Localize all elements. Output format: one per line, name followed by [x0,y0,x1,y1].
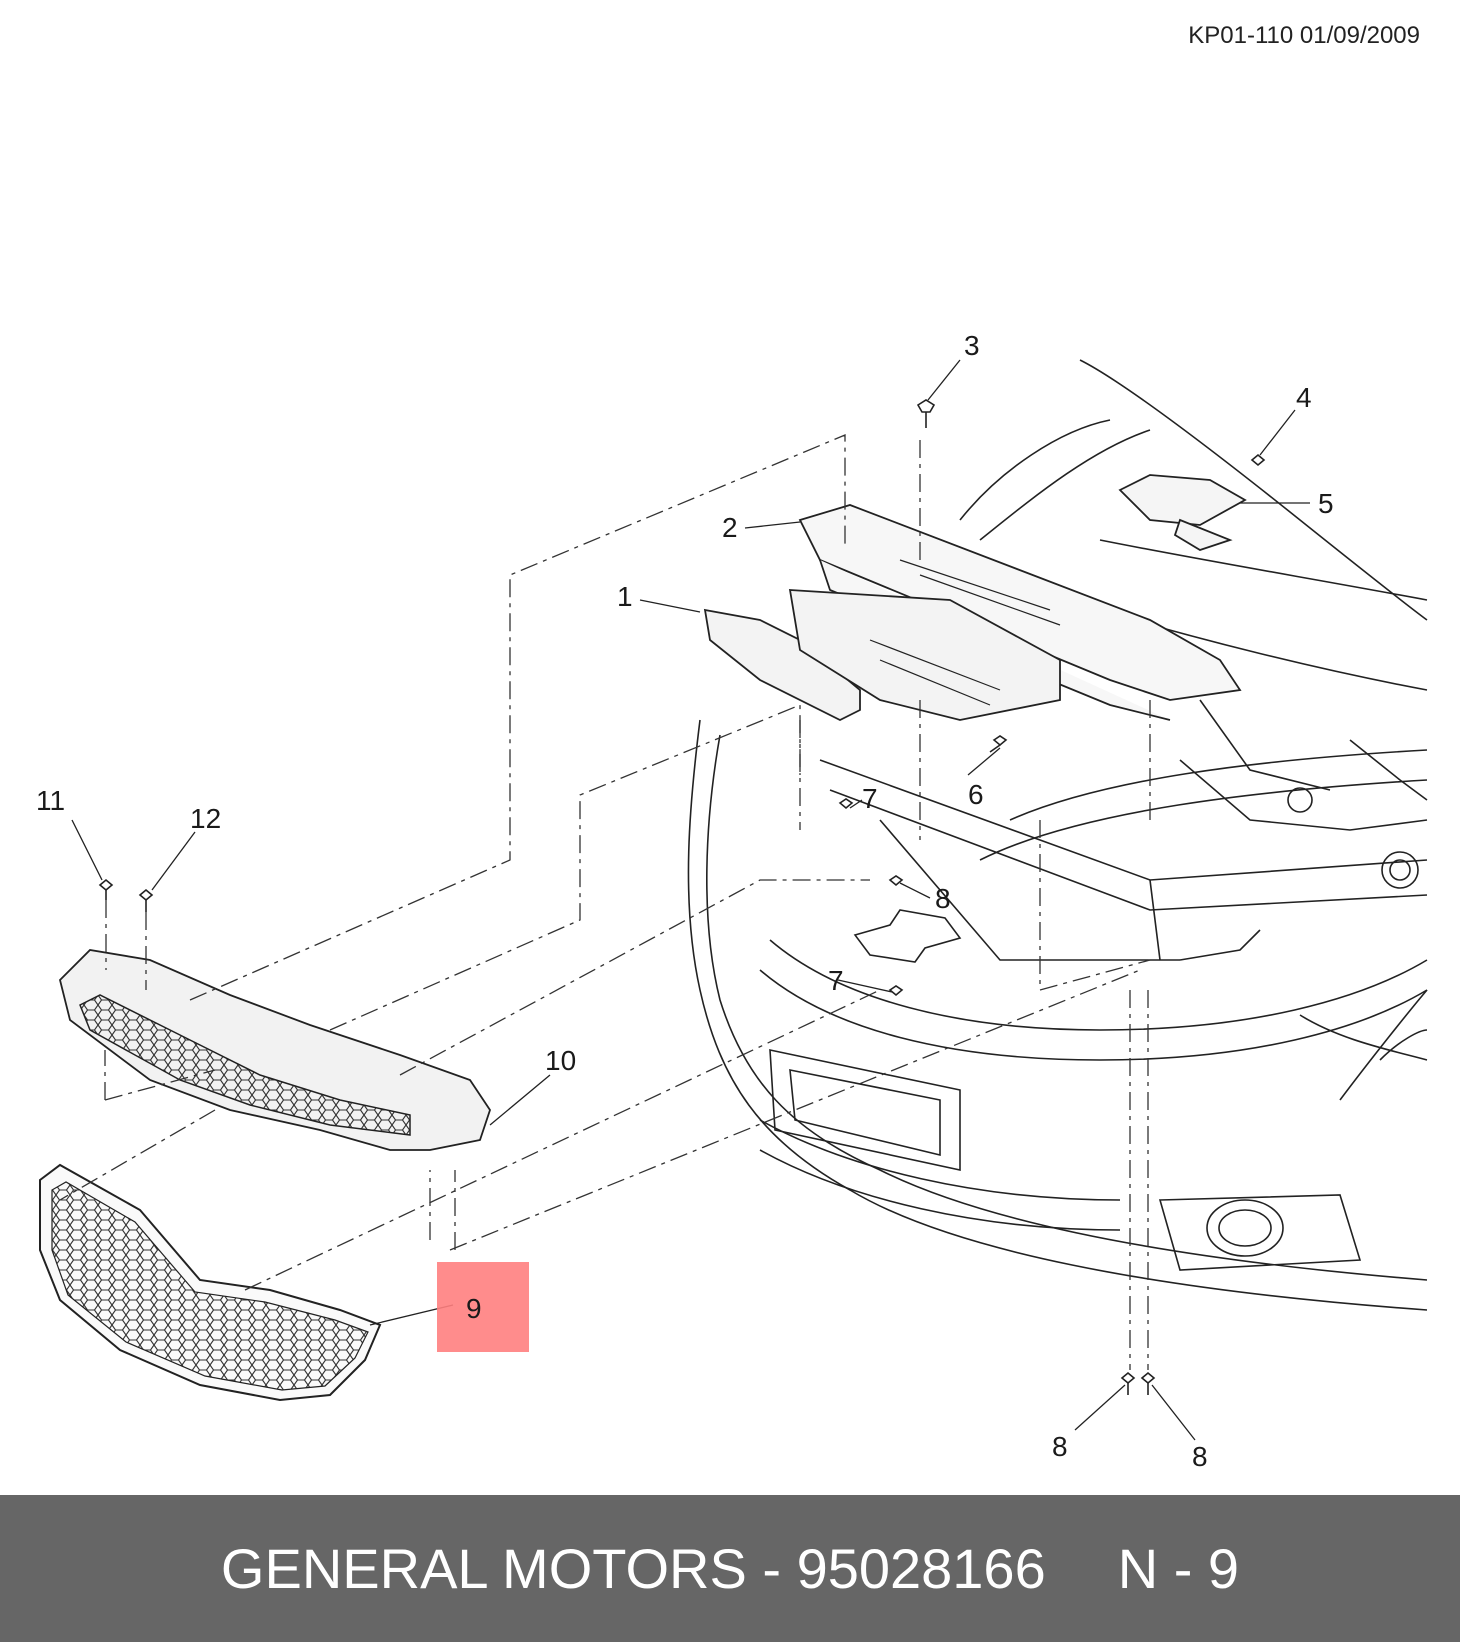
grille-support [59,949,491,1151]
callout-7a: 7 [862,783,878,814]
callout-10: 10 [545,1045,576,1076]
upper-bracket [1118,474,1247,551]
leader-lines [71,359,1310,1441]
vehicle-body [687,359,1428,1311]
callout-6: 6 [968,779,984,810]
callout-7b: 7 [828,965,844,996]
callout-4: 4 [1296,382,1312,413]
callout-12: 12 [190,803,221,834]
upper-grille-mesh [79,994,411,1136]
callout-5: 5 [1318,488,1334,519]
callout-8c: 8 [1192,1441,1208,1472]
callout-1: 1 [617,581,633,612]
callout-2: 2 [722,512,738,543]
callout-3: 3 [964,330,980,361]
footer-part-ref: N - 9 [1117,1537,1240,1600]
parts-diagram: 1 2 3 4 5 6 7 7 8 8 8 10 11 12 [36,330,1428,1472]
callout-8a: 8 [935,883,951,914]
footer-bar: GENERAL MOTORS - 95028166 N - 9 [0,1495,1460,1642]
assembly-lines [59,434,1151,1370]
highlight-box [437,1262,529,1352]
fasteners [98,399,1266,1395]
air-deflector [703,589,1061,722]
footer-title: GENERAL MOTORS - 95028166 [220,1537,1046,1600]
callout-labels: 1 2 3 4 5 6 7 7 8 8 8 10 11 12 [36,330,1334,1472]
document-code: KP01-110 01/09/2009 [1188,22,1420,49]
callout-8b: 8 [1052,1431,1068,1462]
callout-11: 11 [36,785,65,816]
grille-mesh [51,1181,369,1391]
